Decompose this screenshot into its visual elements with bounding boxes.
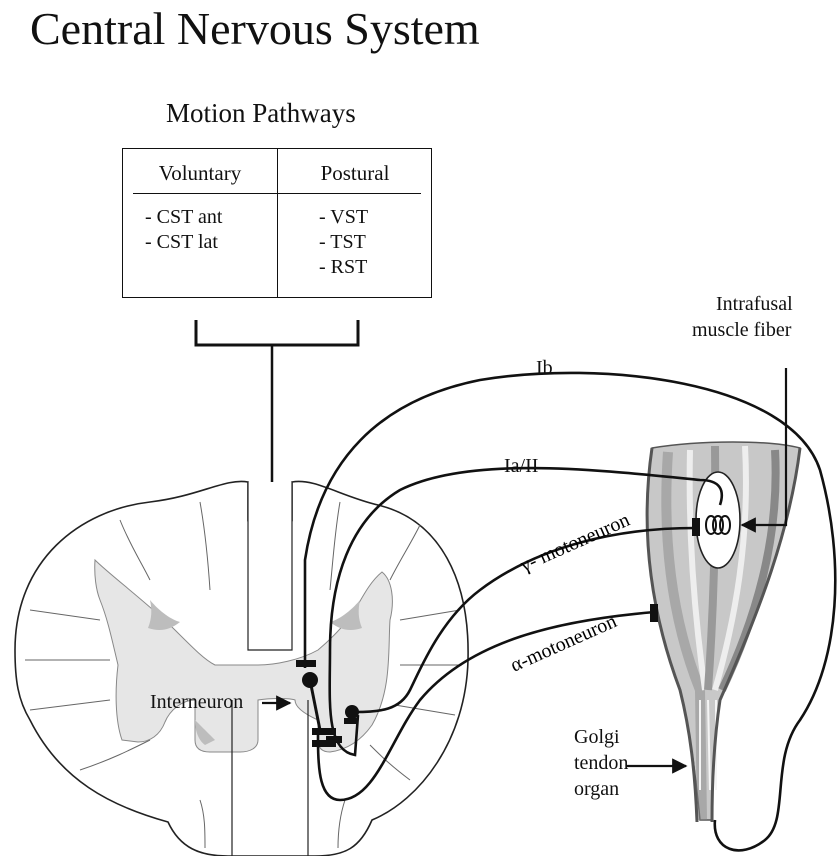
golgi-label: Golgi tendon organ	[574, 724, 628, 802]
intrafusal-label-line2: muscle fiber	[692, 318, 791, 342]
intrafusal-label: Intrafusal	[716, 292, 793, 316]
ib-label: Ib	[536, 356, 553, 380]
ia-ii-label: Ia/II	[504, 454, 538, 478]
alpha-label: α-motoneuron	[507, 610, 620, 676]
gamma-label: γ- motoneuron	[516, 509, 633, 577]
spinal-cord-section	[15, 481, 468, 856]
interneuron-label: Interneuron	[150, 690, 243, 714]
